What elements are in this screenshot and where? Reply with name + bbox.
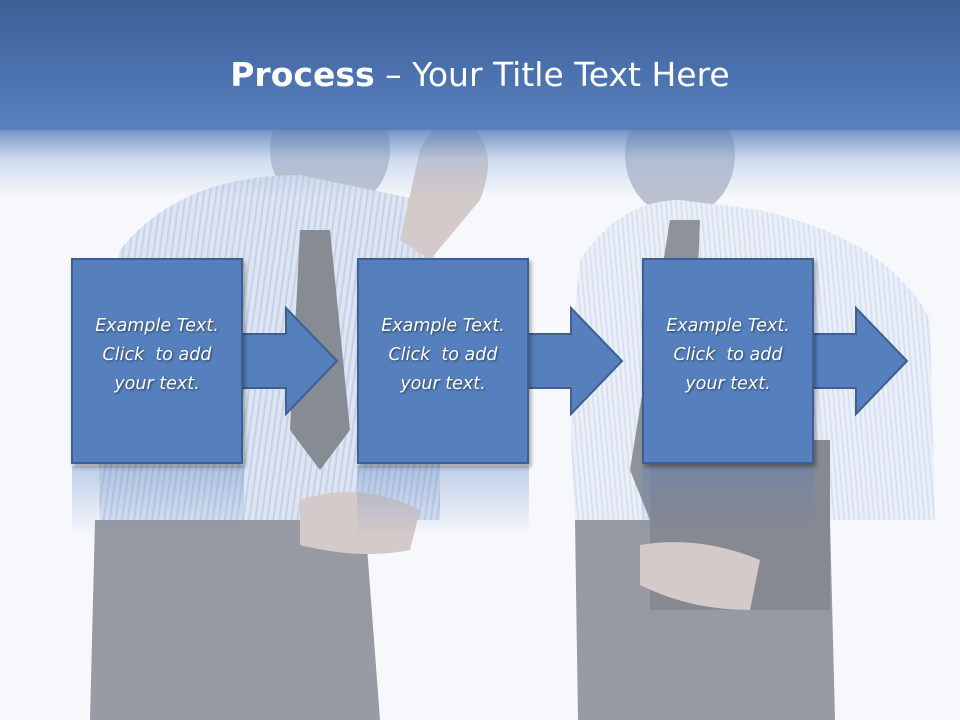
box-reflection — [357, 466, 529, 536]
title-bar — [0, 0, 960, 130]
process-step-box[interactable]: Example Text. Click to add your text. — [642, 258, 814, 464]
step-line: Example Text. — [95, 316, 219, 336]
process-step-box[interactable]: Example Text. Click to add your text. — [71, 258, 243, 464]
title-bold-part: Process — [230, 55, 375, 94]
title-bar-fade — [0, 128, 960, 198]
step-line: Example Text. — [381, 316, 505, 336]
box-reflection — [642, 466, 814, 536]
slide-title[interactable]: Process – Your Title Text Here — [0, 52, 960, 98]
step-text[interactable]: Example Text. Click to add your text. — [359, 312, 527, 399]
box-reflection — [72, 466, 244, 536]
right-arrow-icon[interactable] — [234, 306, 340, 416]
step-line: Click to add — [673, 345, 783, 365]
title-rest-part: – Your Title Text Here — [374, 55, 730, 94]
step-text[interactable]: Example Text. Click to add your text. — [73, 312, 241, 399]
step-text[interactable]: Example Text. Click to add your text. — [644, 312, 812, 399]
step-line: Click to add — [102, 345, 212, 365]
step-line: your text. — [685, 374, 771, 394]
process-step-box[interactable]: Example Text. Click to add your text. — [357, 258, 529, 464]
right-arrow-icon[interactable] — [804, 306, 910, 416]
step-line: your text. — [400, 374, 486, 394]
step-line: Example Text. — [666, 316, 790, 336]
right-arrow-icon[interactable] — [519, 306, 625, 416]
step-line: your text. — [114, 374, 200, 394]
step-line: Click to add — [388, 345, 498, 365]
